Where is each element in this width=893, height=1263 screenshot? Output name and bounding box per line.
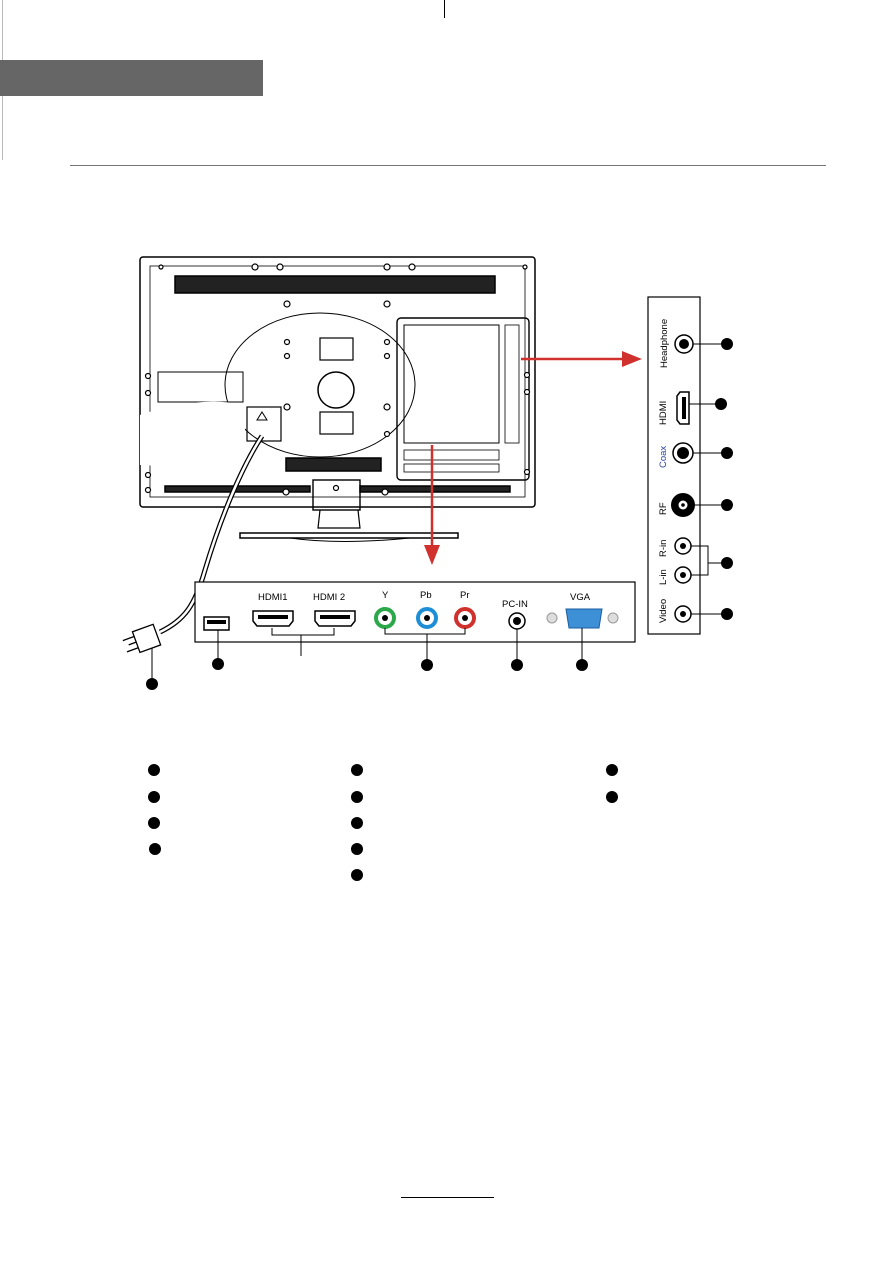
diagram-callout-markers [146,338,733,690]
video-label: Video [658,599,669,623]
hdmi1-label: HDMI1 [258,592,288,603]
legend-marker [351,764,363,776]
vga-label: VGA [570,592,591,603]
pb-label: Pb [420,590,432,601]
section-header-bar [0,60,263,96]
legend-marker [148,764,160,776]
y-label: Y [382,590,389,601]
pc-in-label: PC-IN [502,599,528,610]
legend-marker [351,843,363,855]
tv-connections-diagram: HDMI1 HDMI 2 Y Pb Pr PC-IN VGA Headphone… [122,256,733,690]
screw-holes [144,263,531,496]
rf-label: RF [658,502,669,515]
tv-rear-illustration [139,256,536,542]
hdmi1-port-icon [252,610,294,627]
bottom-ports-panel: HDMI1 HDMI 2 Y Pb Pr PC-IN VGA [151,581,636,678]
hdmi2-label: HDMI 2 [313,592,345,603]
legend-marker [148,817,160,829]
legend-marker [606,791,618,803]
vga-port-icon [565,608,603,629]
coax-label: Coax [658,446,669,468]
headphone-label: Headphone [659,319,670,368]
top-tick-mark [444,0,445,18]
pr-label: Pr [460,590,470,601]
hdmi2-port-icon [314,610,356,627]
l-in-label: L-in [658,569,669,585]
legend-marker [351,817,363,829]
legend-marker [351,791,363,803]
legend-marker [351,869,363,881]
hdmi-side-label: HDMI [658,401,669,425]
callout-arrows [424,351,642,565]
legend-marker [149,843,161,855]
footer-rule [401,1197,494,1198]
side-ports-panel: Headphone HDMI Coax RF R-in L-in Video [647,296,722,635]
section-divider [70,165,826,166]
power-cord [122,434,265,654]
legend-marker [606,764,618,776]
r-in-label: R-in [658,540,669,557]
legend-marker [148,791,160,803]
side-hdmi-port-icon [676,391,690,425]
